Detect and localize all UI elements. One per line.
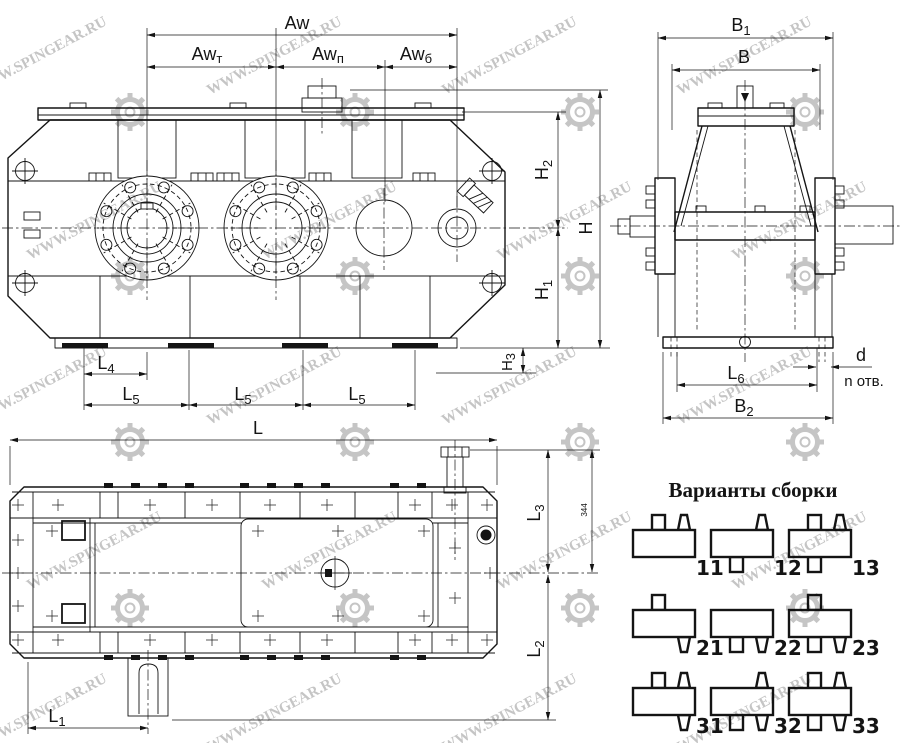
- variant-label-21: 21: [696, 636, 724, 660]
- variant-label-22: 22: [774, 636, 802, 660]
- variant-icon-21: [631, 593, 697, 654]
- wat watermark-text: WWW.SPINGEAR.RU: [729, 179, 869, 264]
- variant-icon-12: [709, 513, 775, 574]
- dim-label-awp: Awп: [312, 44, 344, 66]
- variant-icon-32: [709, 671, 775, 732]
- dim-label-l5a: L5: [122, 384, 139, 407]
- watermark-text: WWW.SPINGEAR.RU: [494, 509, 634, 594]
- dim-label-b: B: [738, 47, 750, 67]
- dim-label-h1: H1: [532, 280, 555, 300]
- variant-label-33: 33: [852, 714, 880, 738]
- dim-label-awb: Awб: [400, 44, 432, 66]
- dim-label-l: L: [253, 418, 263, 438]
- watermark-text: WWW.SPINGEAR.RU: [0, 671, 110, 743]
- top-bolt-ticks: [104, 483, 426, 660]
- top-centerlines: [2, 440, 600, 734]
- variant-label-31: 31: [696, 714, 724, 738]
- dim-label-awt: Awт: [192, 44, 223, 66]
- variant-icon-11: [631, 513, 697, 559]
- variant-label-13: 13: [852, 556, 880, 580]
- watermark-text: WWW.SPINGEAR.RU: [439, 671, 579, 743]
- dim-label-l6: L6: [727, 363, 744, 386]
- dim-label-l3: L3: [524, 504, 547, 521]
- top-dimension-lines: [9, 437, 595, 731]
- watermark-text: WWW.SPINGEAR.RU: [439, 14, 579, 99]
- side-centerlines: [610, 80, 900, 362]
- top-view: L L1 L3 344 L2: [2, 418, 600, 734]
- dim-label-l5b: L5: [234, 384, 251, 407]
- dim-label-l5c: L5: [348, 384, 365, 407]
- watermark-text: WWW.SPINGEAR.RU: [204, 671, 344, 743]
- watermark-text: WWW.SPINGEAR.RU: [204, 344, 344, 429]
- dim-label-aw: Aw: [285, 13, 311, 33]
- variant-icon-23: [787, 593, 853, 654]
- watermark-text: WWW.SPINGEAR.RU: [0, 14, 110, 99]
- variant-label-32: 32: [774, 714, 802, 738]
- watermark-text: WWW.SPINGEAR.RU: [24, 509, 164, 594]
- dim-label-b1: B1: [731, 15, 750, 38]
- watermark-text: WWW.SPINGEAR.RU: [494, 179, 634, 264]
- dim-label-n-holes: n отв.: [844, 373, 884, 390]
- front-dimensions: Aw Awт Awп Awб H2 H1 H H3 L4 L5 L5 L5: [83, 13, 610, 410]
- dim-label-d: d: [856, 345, 866, 365]
- dim-label-l2: L2: [524, 640, 547, 657]
- top-details: [10, 446, 497, 717]
- side-dimension-lines: [657, 35, 872, 421]
- side-dimensions: B1 B L6 B2 d n отв.: [657, 15, 884, 424]
- dim-label-l1: L1: [48, 706, 65, 729]
- front-dimension-lines: [83, 32, 603, 408]
- dim-label-h3: H3: [499, 353, 518, 371]
- variant-icon-31: [631, 671, 697, 732]
- top-dimensions: L L1 L3 344 L2: [9, 418, 600, 734]
- front-breather-plug: [456, 177, 494, 214]
- variant-icon-13: [787, 513, 853, 574]
- side-housing-details: [617, 85, 894, 348]
- dim-label-h2: H2: [532, 160, 555, 180]
- variant-icon-22: [709, 608, 775, 654]
- front-extension-lines: [83, 28, 610, 410]
- assembly-variants-panel: Варианты сборки 11 12 13 21 22 23 31: [631, 478, 880, 738]
- front-view: Aw Awт Awп Awб H2 H1 H H3 L4 L5 L5 L5: [2, 13, 610, 410]
- dim-label-b2: B2: [734, 396, 753, 419]
- assembly-title: Варианты сборки: [668, 478, 837, 502]
- watermark-text: WWW.SPINGEAR.RU: [0, 344, 110, 429]
- side-view: B1 B L6 B2 d n отв.: [610, 15, 900, 424]
- variant-label-23: 23: [852, 636, 880, 660]
- variant-icon-33: [787, 671, 853, 732]
- dim-note-344: 344: [580, 503, 589, 517]
- variant-label-12: 12: [774, 556, 802, 580]
- variant-label-11: 11: [696, 556, 724, 580]
- top-extension-lines: [9, 446, 600, 734]
- side-extension-lines: [657, 32, 834, 424]
- dim-label-h: H: [576, 222, 596, 235]
- dim-label-l4: L4: [97, 353, 114, 376]
